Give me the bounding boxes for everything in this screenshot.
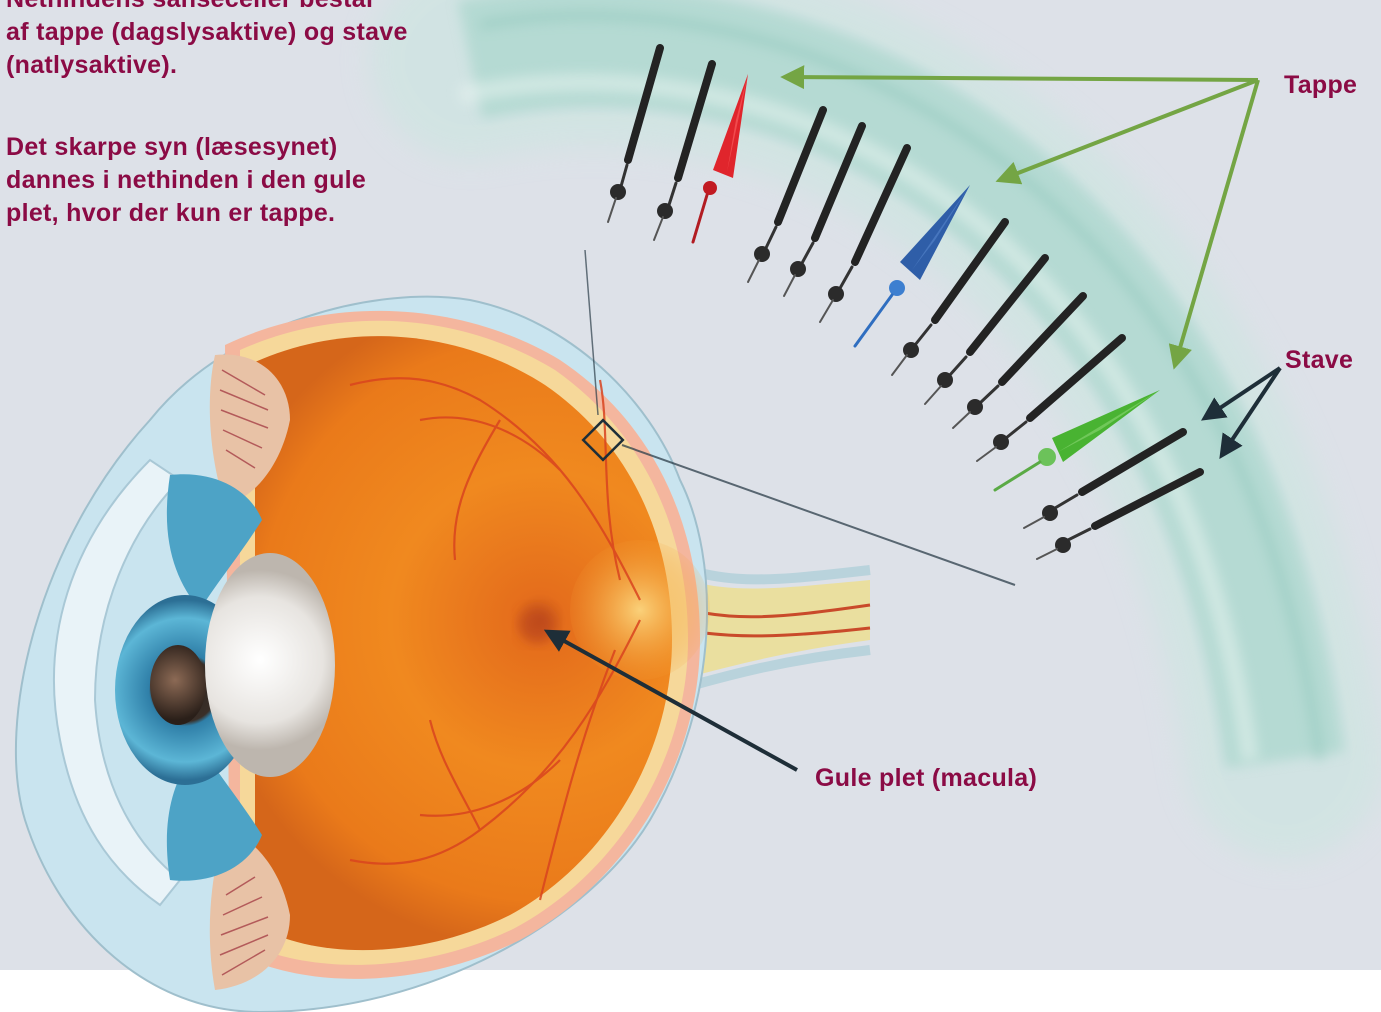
optic-disc bbox=[570, 540, 710, 680]
sharp-vision-line: dannes i nethinden i den gule bbox=[6, 164, 446, 197]
label-stave: Stave bbox=[1285, 345, 1353, 375]
pupil bbox=[150, 645, 206, 725]
intro-line: (natlysaktive). bbox=[6, 49, 476, 82]
label-macula: Gule plet (macula) bbox=[815, 763, 1037, 793]
intro-line: Nethindens sanseceller består bbox=[6, 0, 476, 16]
sharp-vision-text: Det skarpe syn (læsesynet) dannes i neth… bbox=[6, 131, 446, 230]
macula-spot bbox=[519, 607, 555, 643]
sharp-vision-line: Det skarpe syn (læsesynet) bbox=[6, 131, 446, 164]
intro-line: af tappe (dagslysaktive) og stave bbox=[6, 16, 476, 49]
intro-text: Nethindens sanseceller består af tappe (… bbox=[6, 0, 476, 82]
sharp-vision-line: plet, hvor der kun er tappe. bbox=[6, 197, 446, 230]
label-tappe: Tappe bbox=[1284, 70, 1357, 100]
lens bbox=[205, 553, 335, 777]
